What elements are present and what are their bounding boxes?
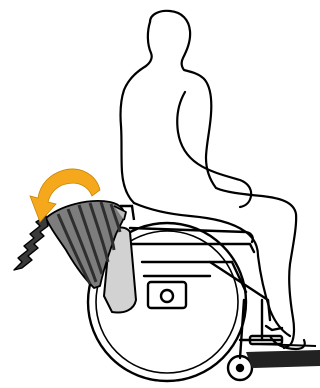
backrest-cut-edge — [14, 216, 48, 270]
floor-shadow — [246, 350, 320, 368]
